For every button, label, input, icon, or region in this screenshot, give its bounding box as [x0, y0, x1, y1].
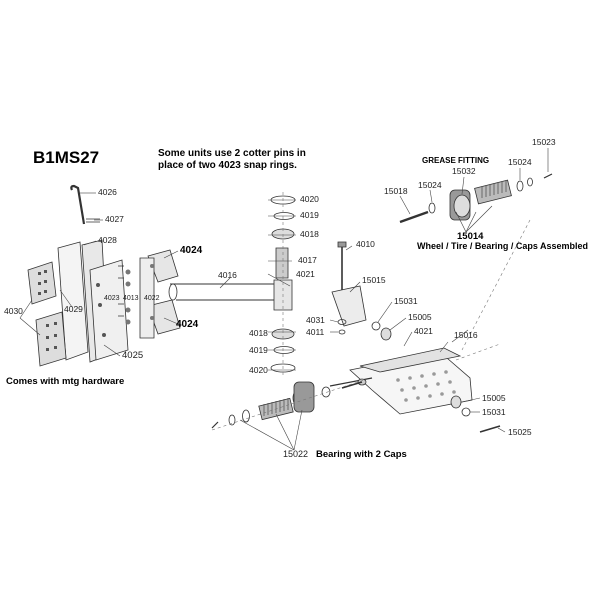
main-tube-4016: [170, 284, 292, 300]
yoke-15015: [332, 286, 366, 326]
part-label-4020-bottom: 4020: [249, 365, 268, 375]
part-label-4019-top: 4019: [300, 210, 319, 220]
part-label-15015: 15015: [362, 275, 386, 285]
part-label-15023: 15023: [532, 137, 556, 147]
part-label-15032: 15032: [452, 166, 476, 176]
note-line-2: place of two 4023 snap rings.: [158, 160, 297, 171]
part-label-4019-bottom: 4019: [249, 345, 268, 355]
lock-rings-4023: [118, 266, 124, 316]
leader-lines: [20, 148, 548, 450]
step-rim: [360, 348, 460, 372]
bracket-4024-bottom: [148, 300, 180, 334]
note-line-1: Some units use 2 cotter pins in: [158, 148, 306, 159]
part-label-4026: 4026: [98, 187, 117, 197]
axle-bolt-lower: [342, 382, 362, 388]
part-label-4011: 4011: [306, 327, 325, 337]
bracket-4024-top: [148, 250, 178, 282]
part-label-4013: 4013: [123, 295, 139, 302]
spindle-4017: [276, 248, 288, 278]
washer-lower-1: [229, 415, 235, 425]
part-label-4016: 4016: [218, 270, 237, 280]
grease-fitting-15023: [544, 174, 552, 178]
part-label-4030: 4030: [4, 306, 23, 316]
bolt-heads: [125, 264, 154, 325]
part-label-4024-bottom: 4024: [176, 319, 199, 330]
part-label-4025: 4025: [122, 350, 144, 361]
model-title: B1MS27: [33, 148, 100, 167]
plate-holes: [38, 270, 106, 351]
spacer-lower: [322, 387, 330, 397]
wheel-assembly-caption: Wheel / Tire / Bearing / Caps Assembled: [417, 241, 589, 251]
part-label-4020-top: 4020: [300, 194, 319, 204]
bearing-caption: Bearing with 2 Caps: [316, 449, 407, 460]
part-label-4010: 4010: [356, 239, 375, 249]
part-label-4024-top: 4024: [180, 245, 203, 256]
grease-fitting-caption: GREASE FITTING: [422, 156, 490, 165]
centerlines: [212, 192, 530, 430]
part-label-15031-bottom: 15031: [482, 407, 506, 417]
bolt-4010-head: [338, 242, 346, 247]
part-label-15018: 15018: [384, 186, 408, 196]
part-label-4027: 4027: [105, 214, 124, 224]
part-label-15005-top: 15005: [408, 312, 432, 322]
part-label-15025: 15025: [508, 427, 532, 437]
grease-fitting-lower: [212, 422, 218, 428]
part-label-4028: 4028: [98, 235, 117, 245]
part-label-4023: 4023: [104, 295, 120, 302]
hardware-note: Comes with mtg hardware: [6, 376, 125, 387]
part-label-4018-top: 4018: [300, 229, 319, 239]
part-label-4017: 4017: [298, 255, 317, 265]
bushing-15031-bottom: [462, 408, 470, 416]
step-perforations: [396, 370, 456, 402]
mount-frame-4025: [90, 260, 128, 360]
part-label-15024-right: 15024: [508, 157, 532, 167]
bearing-knurl: [264, 398, 288, 416]
nut-4011: [339, 330, 345, 334]
clamp-plate-4030-bottom: [36, 312, 66, 366]
bearing-knurl-upper: [482, 180, 506, 198]
part-label-15005-bottom: 15005: [482, 393, 506, 403]
part-label-4018-bottom: 4018: [249, 328, 268, 338]
washer-lower-2: [243, 410, 250, 422]
cotter-pin-4027: [86, 219, 100, 222]
mount-plate-4029: [58, 242, 88, 360]
part-label-15031-top: 15031: [394, 296, 418, 306]
bushing-15005-bottom: [451, 396, 461, 408]
part-label-4029: 4029: [64, 304, 83, 314]
washer-15024-right: [517, 181, 523, 191]
part-label-15016: 15016: [454, 330, 478, 340]
bearing-part-number: 15022: [283, 449, 309, 459]
part-label-4021-bottom: 4021: [414, 326, 433, 336]
part-label-4021-top: 4021: [296, 269, 315, 279]
washer-15024-left: [429, 203, 435, 213]
cotter-pin-15025: [480, 426, 500, 432]
tube-end: [169, 284, 177, 300]
tire-lower: [294, 382, 314, 412]
bushing-15031-top: [372, 322, 380, 330]
part-label-4031: 4031: [306, 315, 325, 325]
cap-15032: [454, 195, 470, 217]
washer-right-2: [528, 178, 533, 186]
clamp-plate-4030-top: [28, 262, 56, 304]
axle-bolt-15018: [400, 212, 428, 222]
bushing-15005-top: [381, 328, 391, 340]
bent-pin-4026: [71, 186, 84, 224]
wheel-assembly-number: 15014: [457, 231, 484, 242]
cotter-pin-note: Some units use 2 cotter pins in place of…: [158, 148, 306, 172]
part-label-15024-left: 15024: [418, 180, 442, 190]
part-label-4022: 4022: [144, 295, 160, 302]
